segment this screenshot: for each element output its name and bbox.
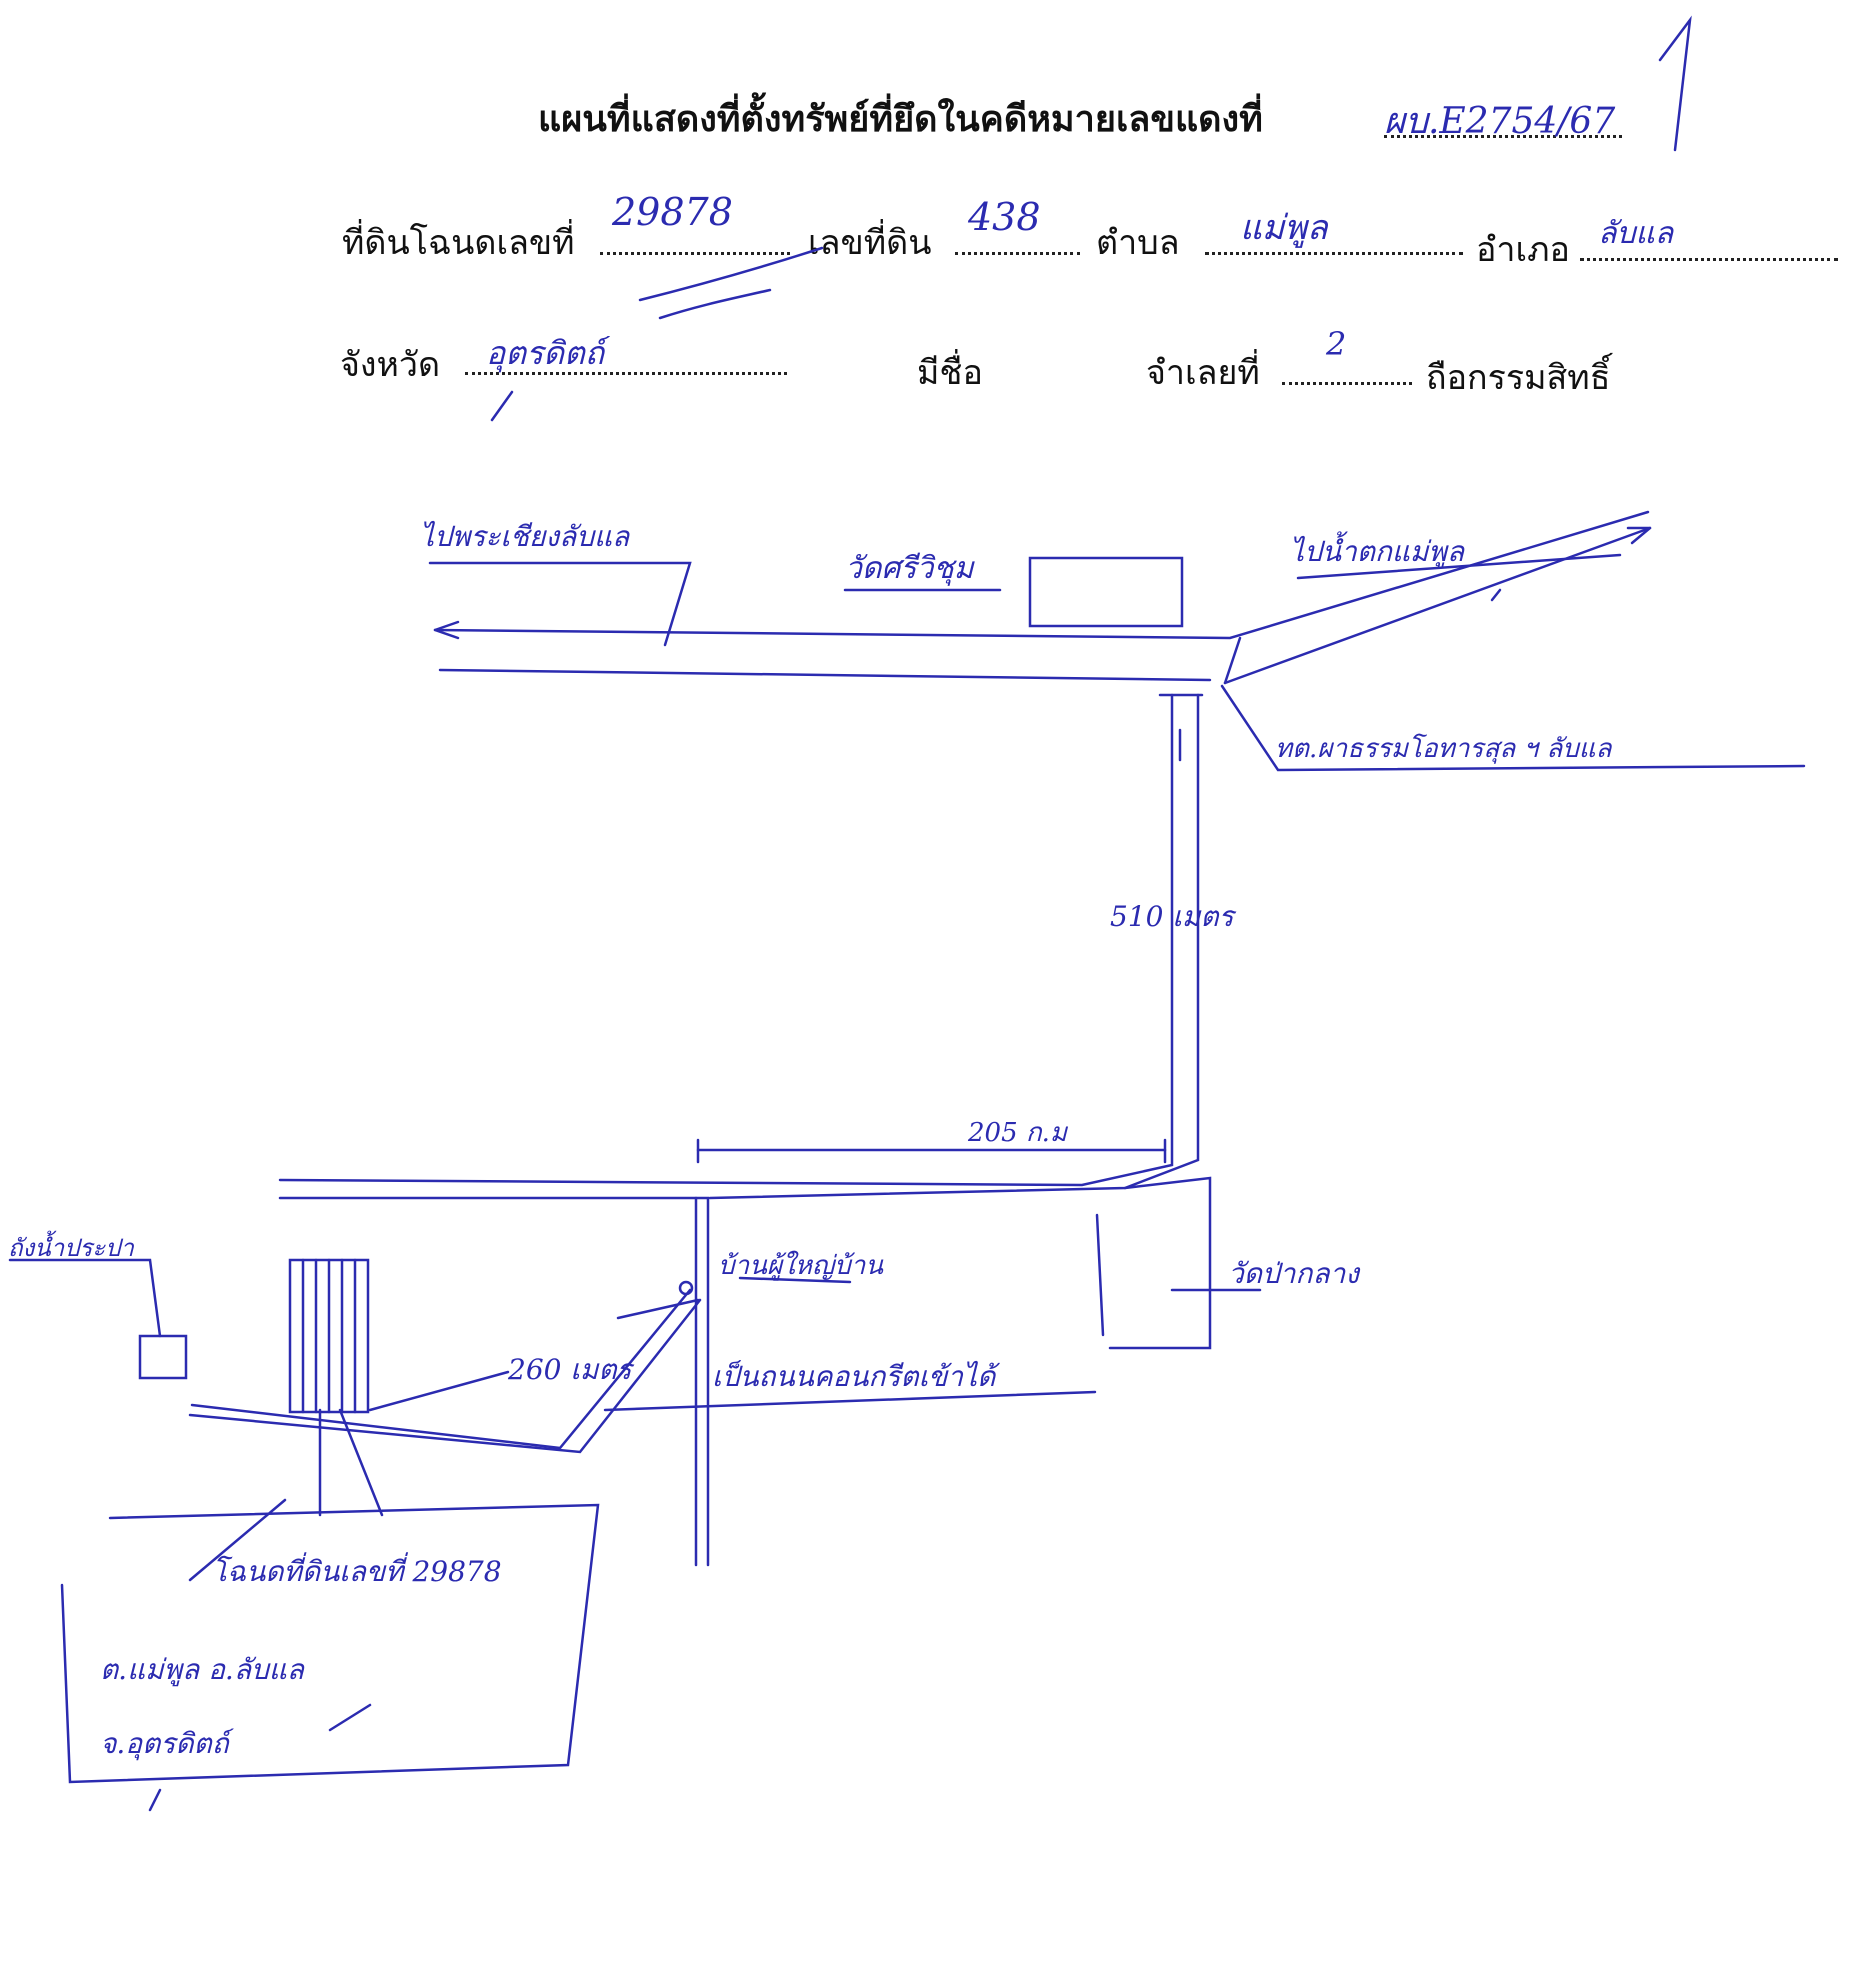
district-value: ลับแล bbox=[1598, 216, 1674, 251]
district-dots bbox=[1580, 258, 1838, 261]
deed-dots bbox=[600, 252, 790, 255]
main-road-bottom-edge bbox=[438, 668, 1212, 682]
case-number-value: ผบ.E2754/67 bbox=[1384, 101, 1616, 142]
subdistrict-label: ตำบล bbox=[1096, 223, 1180, 263]
defendant-dots bbox=[1282, 382, 1412, 385]
vertical-road-left bbox=[278, 693, 1174, 1187]
label-distance-205: 205 ก.ม bbox=[968, 1118, 1068, 1148]
district-label: อำเภอ bbox=[1476, 230, 1570, 270]
label-distance-510: 510 เมตร bbox=[1110, 900, 1234, 933]
label-tambon-office: ทต.ผาธรรมโอทารสุล ฯ ลับแล bbox=[1275, 734, 1612, 764]
page-title: แผนที่แสดงที่ตั้งทรัพย์ที่ยึดในคดีหมายเล… bbox=[538, 99, 1263, 140]
deed-label: ที่ดินโฉนดเลขที่ bbox=[342, 223, 575, 263]
label-distance-260: 260 เมตร bbox=[508, 1353, 632, 1386]
deed-value: 29878 bbox=[612, 190, 733, 234]
hatched-building bbox=[288, 1258, 370, 1414]
temple-building bbox=[1028, 556, 1184, 628]
case-number-dots bbox=[1384, 135, 1622, 138]
arrow-left-icon bbox=[433, 620, 460, 640]
subdistrict-dots bbox=[1205, 252, 1463, 255]
land-no-dots bbox=[955, 252, 1080, 255]
label-temple-right: วัดป่ากลาง bbox=[1228, 1257, 1359, 1290]
plot-line-3: จ.อุตรดิตถ์ bbox=[100, 1727, 229, 1760]
province-label: จังหวัด bbox=[340, 345, 441, 385]
ownership-label: ถือกรรมสิทธิ์ bbox=[1426, 358, 1611, 398]
arrow-right-icon bbox=[1626, 526, 1652, 545]
defendant-label: จำเลยที่ bbox=[1146, 353, 1260, 393]
land-no-value: 438 bbox=[968, 195, 1041, 239]
province-dots bbox=[465, 372, 787, 375]
province-value: อุตรดิตถ์ bbox=[486, 334, 605, 372]
plot-box bbox=[60, 1503, 600, 1784]
vertical-road-right bbox=[708, 693, 1200, 1200]
land-no-label: เลขที่ดิน bbox=[808, 223, 932, 263]
village-head-marker bbox=[678, 1280, 694, 1296]
defendant-value: 2 bbox=[1326, 325, 1347, 363]
label-temple-top: วัดศรีวิชุม bbox=[845, 551, 974, 586]
plot-line-2: ต.แม่พูล อ.ลับแล bbox=[100, 1653, 304, 1686]
subdistrict-value: แม่พูล bbox=[1240, 208, 1328, 248]
label-water-tank: ถังน้ำประปา bbox=[8, 1234, 134, 1262]
label-concrete-road: เป็นถนนคอนกรีตเข้าได้ bbox=[712, 1360, 996, 1393]
label-village-head: บ้านผู้ใหญ่บ้าน bbox=[718, 1251, 883, 1281]
plot-line-1: โฉนดที่ดินเลขที่ 29878 bbox=[212, 1555, 502, 1588]
name-label: มีชื่อ bbox=[917, 353, 983, 393]
main-road-top-edge bbox=[433, 510, 1650, 640]
landmark-box bbox=[138, 1334, 188, 1380]
path-to-plot bbox=[190, 1288, 692, 1450]
label-to-lablae: ไปพระเชียงลับแล bbox=[420, 520, 630, 553]
road-to-waterfall bbox=[1223, 526, 1652, 685]
label-to-maephun: ไปน้ำตกแม่พูล bbox=[1290, 535, 1464, 568]
